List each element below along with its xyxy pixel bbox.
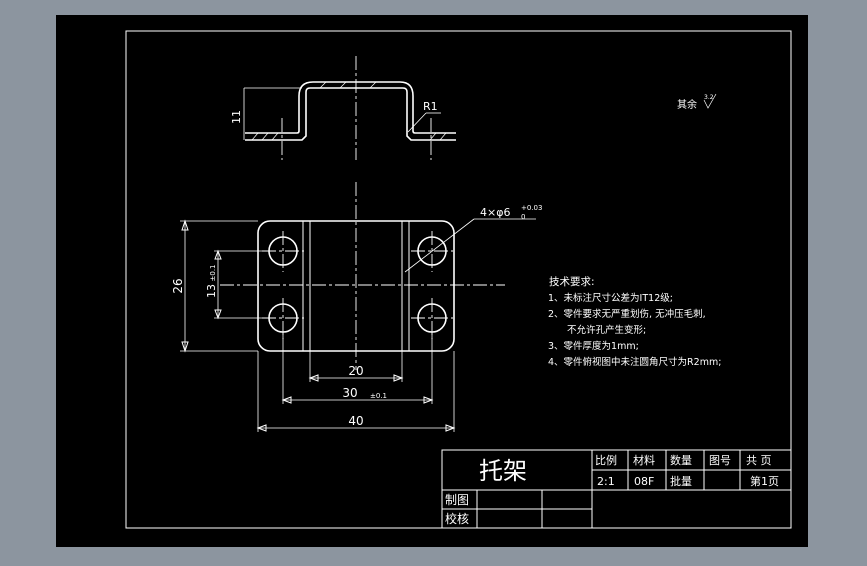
drawn-label: 制图 bbox=[445, 493, 469, 507]
dim-radius: R1 bbox=[423, 100, 438, 113]
note-3: 3、零件厚度为1mm; bbox=[548, 340, 639, 352]
note-4: 4、零件俯视图中未注圆角尺寸为R2mm; bbox=[548, 356, 721, 368]
dim-hole-spacing-h: 30 bbox=[342, 386, 357, 400]
top-view: 11 R1 bbox=[230, 56, 456, 160]
dim-hole-spacing-v-tol: ±0.1 bbox=[209, 265, 217, 282]
dim-total-height: 26 bbox=[171, 278, 185, 293]
hole-tol-upper: +0.03 bbox=[521, 204, 542, 212]
dim-hole-spacing-h-tol: ±0.1 bbox=[370, 392, 387, 400]
checked-label: 校核 bbox=[445, 511, 469, 526]
drawing-sheet bbox=[56, 15, 808, 547]
surface-finish: 其余 3.2 bbox=[677, 93, 717, 111]
material-value: 08F bbox=[634, 475, 654, 488]
surface-finish-label: 其余 bbox=[677, 98, 697, 111]
dim-height-11: 11 bbox=[230, 110, 243, 124]
title-block: 托架 比例 2:1 材料 08F 数量 批量 图号 共 页 第1页 制图 校核 bbox=[441, 449, 792, 529]
drawing-no-label: 图号 bbox=[709, 454, 731, 467]
surface-finish-value: 3.2 bbox=[704, 94, 714, 101]
hole-tol-lower: 0 bbox=[521, 213, 525, 221]
quantity-label: 数量 bbox=[670, 454, 692, 467]
total-pages: 共 页 bbox=[746, 454, 772, 467]
front-view: 4×φ6 +0.03 0 26 13 ±0.1 20 30 ±0.1 bbox=[171, 182, 542, 432]
notes-heading: 技术要求: bbox=[549, 275, 595, 288]
hole-callout: 4×φ6 bbox=[480, 206, 510, 219]
dim-inner-width: 20 bbox=[348, 364, 363, 378]
scale-value: 2:1 bbox=[597, 475, 615, 488]
dim-total-width: 40 bbox=[348, 414, 363, 428]
page-number: 第1页 bbox=[750, 474, 779, 488]
batch-label: 批量 bbox=[670, 474, 692, 488]
note-1: 1、未标注尺寸公差为IT12级; bbox=[548, 292, 673, 304]
drawing-title: 托架 bbox=[479, 457, 527, 485]
note-2-cont: 不允许孔产生变形; bbox=[567, 324, 646, 336]
technical-notes: 技术要求: 1、未标注尺寸公差为IT12级; 2、零件要求无严重划伤, 无冲压毛… bbox=[548, 275, 721, 368]
scale-label: 比例 bbox=[595, 453, 617, 467]
material-label: 材料 bbox=[633, 453, 655, 467]
note-2: 2、零件要求无严重划伤, 无冲压毛刺, bbox=[548, 308, 706, 320]
dim-hole-spacing-v: 13 bbox=[205, 284, 218, 298]
